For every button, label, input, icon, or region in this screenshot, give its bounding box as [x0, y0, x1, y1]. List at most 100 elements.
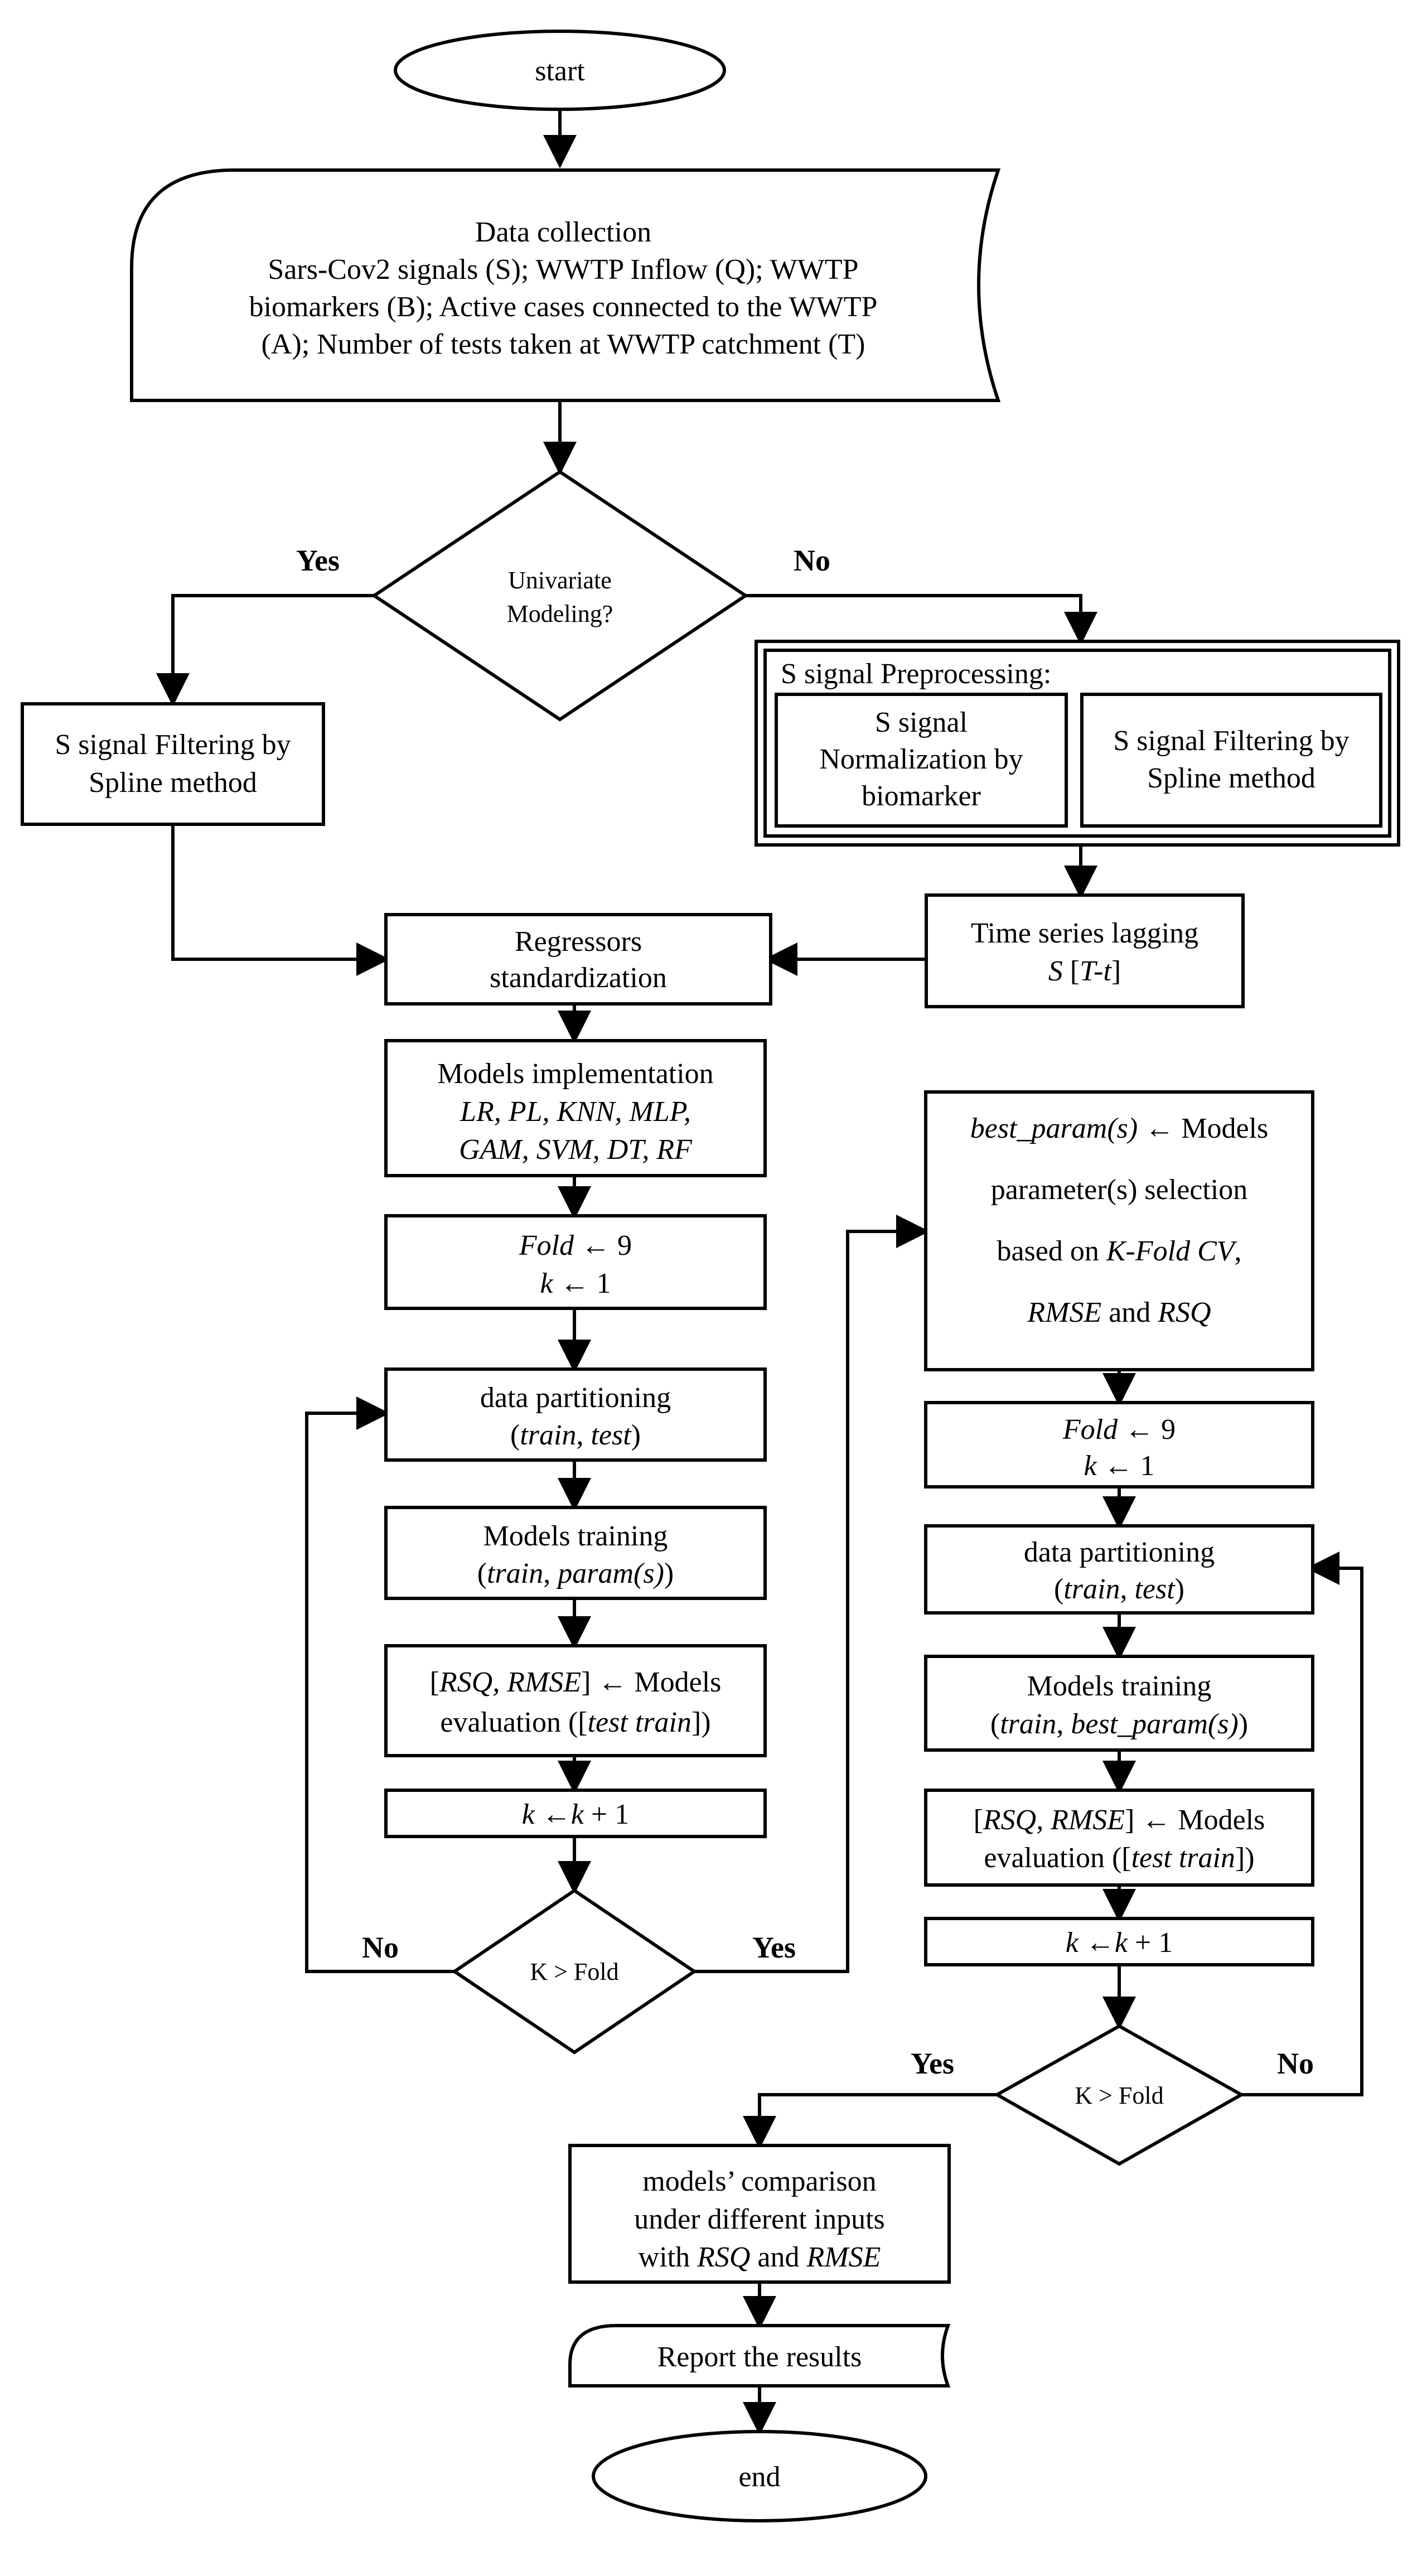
node-end: end: [592, 2430, 927, 2522]
fold-left-line1: Fold ← 9: [519, 1230, 632, 1262]
label-right-yes: Yes: [911, 2047, 954, 2080]
partition-right-box: [924, 1524, 1314, 1615]
partition-left-line2: (train, test): [510, 1419, 641, 1451]
node-comparison: models’ comparison under different input…: [568, 2144, 951, 2284]
normalization-line3: biomarker: [862, 780, 981, 812]
eval-right-box: [924, 1789, 1314, 1887]
edge-filter-to-standardization: [171, 824, 390, 976]
models-impl-line3: GAM, SVM, DT, RF: [459, 1134, 693, 1166]
best-params-line3: based on K-Fold CV,: [997, 1235, 1241, 1267]
comparison-line1: models’ comparison: [642, 2166, 876, 2197]
node-fold-left: Fold ← 9 k ← 1: [384, 1214, 767, 1310]
edge-univariate-yes: [156, 594, 374, 707]
partition-right-line1: data partitioning: [1024, 1536, 1215, 1568]
decision-left-label: K > Fold: [530, 1958, 618, 1985]
normalization-line2: Normalization by: [819, 743, 1023, 775]
comparison-line2: under different inputs: [634, 2203, 885, 2235]
lagging-box: [925, 893, 1245, 1008]
node-training-right: Models training (train, best_param(s)): [924, 1655, 1314, 1752]
node-eval-left: [RSQ, RMSE] ← Models evaluation ([test t…: [384, 1644, 767, 1757]
partition-left-line1: data partitioning: [480, 1382, 671, 1414]
eval-left-line2: evaluation ([test train]): [440, 1707, 710, 1738]
models-implementation-box: [384, 1039, 767, 1177]
eval-left-line1: [RSQ, RMSE] ← Models: [430, 1666, 722, 1698]
node-training-left: Models training (train, param(s)): [384, 1506, 767, 1600]
eval-right-line2: evaluation ([test train]): [984, 1842, 1254, 1874]
node-kinc-left: k ←k + 1: [384, 1789, 767, 1838]
node-filter-left: S signal Filtering by Spline method: [21, 702, 325, 826]
node-start: start: [394, 30, 726, 111]
node-partition-left: data partitioning (train, test): [384, 1367, 767, 1462]
filter-left-line2: Spline method: [89, 767, 257, 799]
node-preprocessing: S signal Preprocessing: S signal Normali…: [755, 640, 1400, 847]
node-kinc-right: k ←k + 1: [924, 1917, 1314, 1966]
edge-univariate-no: [746, 594, 1097, 645]
filter-right-box: [1080, 693, 1382, 828]
start-label: start: [535, 55, 585, 87]
training-left-box: [384, 1506, 767, 1600]
edge-left-no-loop: [305, 1396, 454, 1973]
standardization-line1: Regressors: [515, 926, 642, 958]
partition-left-box: [384, 1367, 767, 1462]
kinc-left-box: [384, 1789, 767, 1838]
report-shape: [568, 2324, 951, 2387]
standardization-line2: standardization: [490, 962, 667, 994]
node-eval-right: [RSQ, RMSE] ← Models evaluation ([test t…: [924, 1789, 1314, 1887]
filter-left-line1: S signal Filtering by: [55, 729, 291, 761]
data-collection-title: Data collection: [475, 216, 651, 248]
training-left-line1: Models training: [483, 1520, 668, 1552]
label-left-yes: Yes: [752, 1931, 796, 1964]
filter-left-box: [21, 702, 325, 826]
eval-right-line1: [RSQ, RMSE] ← Models: [974, 1804, 1265, 1836]
node-partition-right: data partitioning (train, test): [924, 1524, 1314, 1615]
edge-left-yes-to-best-params: [694, 1215, 930, 1973]
label-left-no: No: [362, 1931, 399, 1964]
partition-right-line2: (train, test): [1054, 1573, 1184, 1605]
node-standardization: Regressors standardization: [384, 913, 772, 1006]
normalization-line1: S signal: [875, 707, 968, 738]
preprocessing-title: S signal Preprocessing:: [781, 658, 1051, 690]
report-label: Report the results: [657, 2341, 862, 2373]
end-label: end: [738, 2461, 780, 2493]
training-right-box: [924, 1655, 1314, 1752]
data-collection-shape: [130, 168, 1001, 402]
decision-left-diamond: [451, 1888, 698, 2055]
node-univariate-decision: Univariate Modeling?: [371, 470, 749, 722]
node-decision-left: K > Fold: [451, 1888, 698, 2055]
training-right-line2: (train, best_param(s)): [990, 1708, 1248, 1740]
best-params-box: [924, 1090, 1314, 1371]
lagging-line2: S [T-t]: [1048, 955, 1121, 987]
comparison-box: [568, 2144, 951, 2284]
training-left-line2: (train, param(s)): [477, 1558, 674, 1589]
univariate-line2: Modeling?: [507, 600, 613, 627]
node-models-implementation: Models implementation LR, PL, KNN, MLP, …: [384, 1039, 767, 1177]
normalization-box: [775, 693, 1068, 828]
best-params-line2: parameter(s) selection: [991, 1174, 1248, 1206]
node-decision-right: K > Fold: [993, 2024, 1245, 2166]
node-lagging: Time series lagging S [T-t]: [925, 893, 1245, 1008]
node-fold-right: Fold ← 9 k ← 1: [924, 1401, 1314, 1488]
eval-left-box: [384, 1644, 767, 1757]
filter-right-line1: S signal Filtering by: [1113, 725, 1349, 757]
node-report: Report the results: [568, 2324, 951, 2387]
kinc-right-box: [924, 1917, 1314, 1966]
standardization-box: [384, 913, 772, 1006]
start-terminal: [394, 30, 726, 111]
label-right-no: No: [1277, 2047, 1314, 2080]
edges: [156, 109, 1363, 2435]
node-data-collection: Data collection Sars-Cov2 signals (S); W…: [130, 168, 1001, 402]
kinc-right-text: k ←k + 1: [1066, 1927, 1173, 1959]
edge-labels: Yes No No Yes Yes No: [296, 544, 1314, 2080]
fold-right-line2: k ← 1: [1084, 1450, 1154, 1482]
data-collection-line1: Sars-Cov2 signals (S); WWTP Inflow (Q); …: [268, 254, 858, 286]
node-best-params: best_param(s) ← Models parameter(s) sele…: [924, 1090, 1314, 1371]
lagging-line1: Time series lagging: [971, 917, 1198, 949]
decision-right-diamond: [993, 2024, 1245, 2166]
comparison-line3: with RSQ and RMSE: [639, 2241, 881, 2273]
best-params-line4: RMSE and RSQ: [1027, 1297, 1211, 1328]
models-impl-line1: Models implementation: [437, 1058, 713, 1090]
fold-left-box: [384, 1214, 767, 1310]
fold-right-line1: Fold ← 9: [1062, 1414, 1176, 1446]
fold-left-line2: k ← 1: [540, 1268, 611, 1299]
